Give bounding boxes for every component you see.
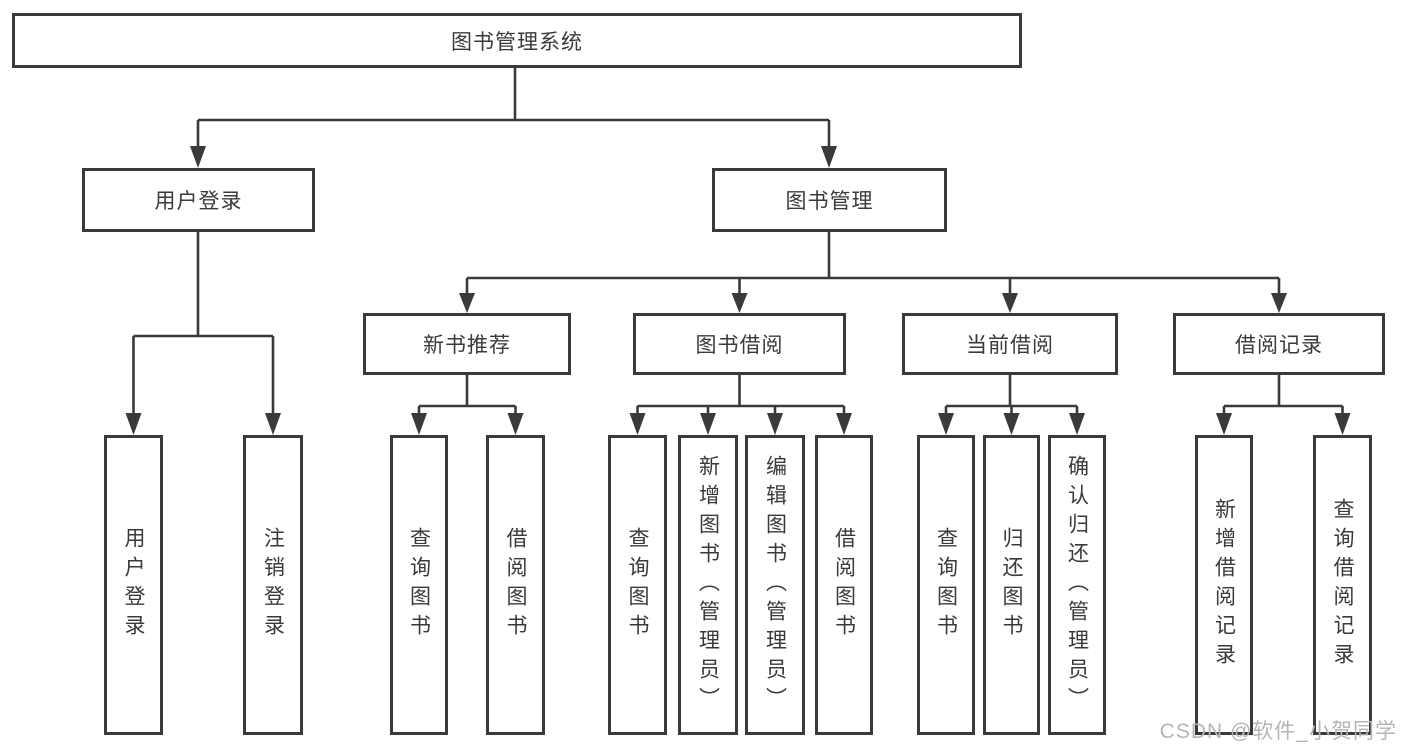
leaf-query-borrow-record: 查询借阅记录 (1313, 435, 1372, 735)
leaf-user-login: 用户登录 (104, 435, 163, 735)
node-user-login-label: 用户登录 (154, 190, 243, 213)
leaf-logout-label: 注销登录 (261, 527, 285, 643)
csdn-watermark: CSDN @软件_小贺同学 (1159, 720, 1397, 743)
leaf-query-books-current: 查询图书 (917, 435, 975, 735)
node-book-borrowing: 图书借阅 (633, 313, 846, 375)
leaf-add-book-admin: 新增图书（管理员） (678, 435, 738, 735)
leaf-query-books-borrow: 查询图书 (608, 435, 667, 735)
leaf-logout: 注销登录 (243, 435, 303, 735)
node-book-management: 图书管理 (712, 168, 947, 232)
leaf-query-books-recommend-label: 查询图书 (407, 527, 431, 643)
node-borrowing-records: 借阅记录 (1173, 313, 1385, 375)
node-user-login: 用户登录 (82, 168, 315, 232)
leaf-add-borrow-record-label: 新增借阅记录 (1212, 498, 1236, 672)
leaf-query-borrow-record-label: 查询借阅记录 (1331, 498, 1354, 672)
leaf-return-book-label: 归还图书 (1000, 527, 1023, 643)
leaf-borrow-books-recommend-label: 借阅图书 (504, 527, 527, 643)
leaf-query-books-recommend: 查询图书 (390, 435, 448, 735)
node-new-book-recommend: 新书推荐 (363, 313, 571, 375)
node-new-book-recommend-label: 新书推荐 (423, 334, 511, 357)
leaf-return-book: 归还图书 (983, 435, 1040, 735)
leaf-borrow-books: 借阅图书 (815, 435, 873, 735)
node-current-borrowing-label: 当前借阅 (966, 334, 1054, 357)
leaf-edit-book-admin-label: 编辑图书（管理员） (763, 454, 787, 716)
node-borrowing-records-label: 借阅记录 (1235, 334, 1323, 357)
node-book-management-label: 图书管理 (785, 190, 874, 213)
node-root-system: 图书管理系统 (12, 13, 1022, 68)
leaf-user-login-label: 用户登录 (122, 527, 145, 643)
leaf-add-book-admin-label: 新增图书（管理员） (696, 454, 720, 716)
leaf-query-books-borrow-label: 查询图书 (626, 527, 649, 643)
leaf-edit-book-admin: 编辑图书（管理员） (745, 435, 805, 735)
leaf-add-borrow-record: 新增借阅记录 (1195, 435, 1253, 735)
node-current-borrowing: 当前借阅 (902, 313, 1118, 375)
leaf-borrow-books-recommend: 借阅图书 (486, 435, 545, 735)
leaf-borrow-books-label: 借阅图书 (832, 527, 856, 643)
node-root-label: 图书管理系统 (451, 30, 583, 54)
node-book-borrowing-label: 图书借阅 (695, 334, 784, 357)
leaf-confirm-return-admin: 确认归还（管理员） (1048, 435, 1106, 735)
leaf-query-books-current-label: 查询图书 (934, 527, 958, 643)
leaf-confirm-return-admin-label: 确认归还（管理员） (1065, 454, 1089, 716)
